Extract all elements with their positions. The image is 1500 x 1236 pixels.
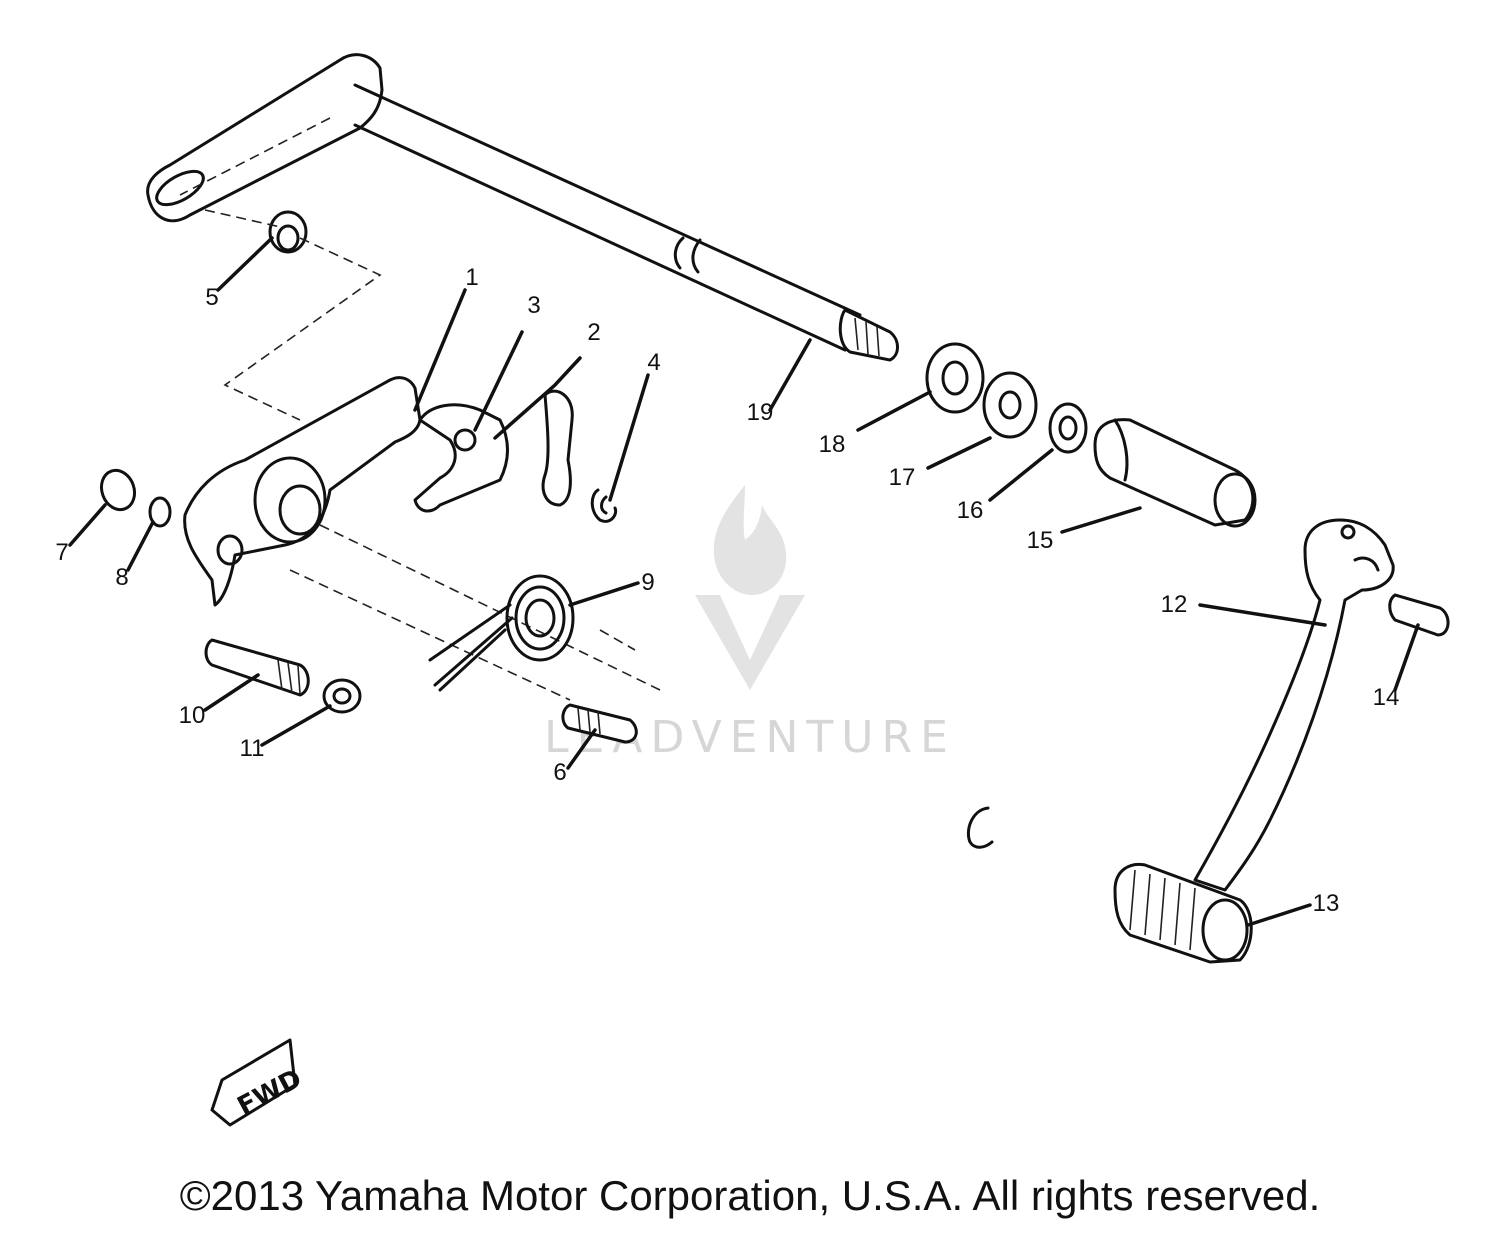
- part-11-nut: [322, 678, 362, 714]
- callout-15: 15: [1027, 527, 1054, 554]
- part-16-clip: [1048, 402, 1088, 454]
- callout-3: 3: [527, 292, 540, 319]
- part-13-pedal-rubber: [1113, 862, 1253, 964]
- leader-lines: [68, 236, 1420, 927]
- callout-13: 13: [1313, 890, 1340, 917]
- callout-16: 16: [957, 497, 984, 524]
- part-9-spring: [428, 574, 575, 692]
- callout-18: 18: [819, 431, 846, 458]
- callout-2: 2: [587, 319, 600, 346]
- part-6-pin: [561, 703, 638, 744]
- fwd-badge: FWD: [210, 1038, 307, 1127]
- circlip: [966, 806, 994, 849]
- part-5-seal: [268, 210, 308, 254]
- shift-arm-assembly: [99, 376, 618, 607]
- callout-10: 10: [179, 702, 206, 729]
- watermark-v-icon: [695, 595, 805, 690]
- part-18-washer: [925, 342, 985, 414]
- part-19-shift-shaft: [146, 53, 899, 362]
- callout-7: 7: [55, 539, 68, 566]
- callout-12: 12: [1161, 591, 1188, 618]
- callout-19: 19: [747, 399, 774, 426]
- watermark-flame-icon: [713, 485, 787, 595]
- callout-6: 6: [553, 759, 566, 786]
- callout-17: 17: [889, 464, 916, 491]
- part-12-shift-lever: [1193, 518, 1395, 892]
- part-10-bolt: [204, 638, 310, 697]
- part-15-boot: [1093, 418, 1257, 528]
- part-17-washer: [982, 371, 1038, 439]
- callout-5: 5: [205, 284, 218, 311]
- copyright-notice: ©2013 Yamaha Motor Corporation, U.S.A. A…: [179, 1172, 1321, 1219]
- callout-8: 8: [115, 564, 128, 591]
- callout-4: 4: [647, 349, 660, 376]
- assembly-lines: [179, 117, 661, 701]
- callout-1: 1: [465, 264, 478, 291]
- callout-14: 14: [1373, 684, 1400, 711]
- callout-9: 9: [641, 569, 654, 596]
- part-14-bolt: [1388, 593, 1450, 637]
- callout-11: 11: [240, 735, 265, 762]
